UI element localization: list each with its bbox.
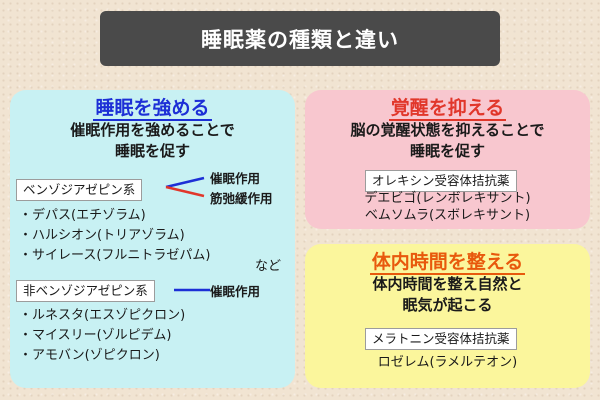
orexin-category-box: オレキシン受容体拮抗薬 <box>365 170 517 192</box>
list-item: ・デパス(エチゾラム) <box>19 208 146 223</box>
list-item: ロゼレム(ラメルテオン) <box>377 355 518 370</box>
nonbenzo-category-box: 非ベンゾジアゼピン系 <box>16 280 155 302</box>
panel-regulate-body-clock: 体内時間を整える 体内時間を整え自然と 眠気が起こる メラトニン受容体拮抗薬 ロ… <box>305 244 590 388</box>
page-title: 睡眠薬の種類と違い <box>100 11 500 66</box>
melatonin-category-box: メラトニン受容体拮抗薬 <box>365 328 517 350</box>
list-item: ・ルネスタ(エスゾピクロン) <box>19 308 186 323</box>
benzo-effect-hypnotic: 催眠作用 <box>210 171 261 186</box>
list-item: ベムソムラ(スボレキサント) <box>364 208 531 223</box>
list-item: ・サイレース(フルニトラゼパム) <box>19 248 211 263</box>
etc-label: など <box>255 259 282 274</box>
list-item: デエビゴ(レンボレキサント) <box>364 191 531 206</box>
melatonin-drug-list: ロゼレム(ラメルテオン) <box>305 353 590 373</box>
benzo-category-box: ベンゾジアゼピン系 <box>16 179 143 201</box>
nonbenzo-drug-list: ・ルネスタ(エスゾピクロン) ・マイスリー(ゾルピデム) ・アモバン(ゾピクロン… <box>19 306 185 366</box>
panel-suppress-wakefulness: 覚醒を抑える 脳の覚醒状態を抑えることで 睡眠を促す オレキシン受容体拮抗薬 デ… <box>305 90 590 229</box>
panel-heading-suppress-wakefulness: 覚醒を抑える <box>388 97 507 121</box>
panel-heading-strengthen-sleep: 睡眠を強める <box>93 97 212 121</box>
nonbenzo-effect-hypnotic: 催眠作用 <box>210 284 261 299</box>
list-item: ・マイスリー(ゾルピデム) <box>19 328 172 343</box>
benzo-drug-list: ・デパス(エチゾラム) ・ハルシオン(トリアゾラム) ・サイレース(フルニトラゼ… <box>19 206 211 266</box>
page-title-text: 睡眠薬の種類と違い <box>201 27 399 52</box>
panel-strengthen-sleep: 睡眠を強める 催眠作用を強めることで 睡眠を促す ベンゾジアゼピン系 催眠作用 … <box>10 90 295 388</box>
panel-description: 催眠作用を強めることで 睡眠を促す <box>70 121 235 160</box>
connector-hypnotic <box>165 176 205 189</box>
benzo-effect-connectors <box>165 176 205 198</box>
panel-description: 脳の覚醒状態を抑えることで 睡眠を促す <box>350 121 545 160</box>
orexin-drug-list: デエビゴ(レンボレキサント) ベムソムラ(スボレキサント) <box>305 190 590 224</box>
nonbenzo-effect-connector <box>174 288 210 292</box>
connector-muscle-relaxant <box>165 185 205 198</box>
benzo-effect-muscle-relaxant: 筋弛緩作用 <box>210 191 273 206</box>
panel-heading-regulate-body-clock: 体内時間を整える <box>369 251 526 275</box>
list-item: ・ハルシオン(トリアゾラム) <box>19 228 185 243</box>
panel-description: 体内時間を整え自然と 眠気が起こる <box>372 275 523 314</box>
list-item: ・アモバン(ゾピクロン) <box>19 348 160 363</box>
